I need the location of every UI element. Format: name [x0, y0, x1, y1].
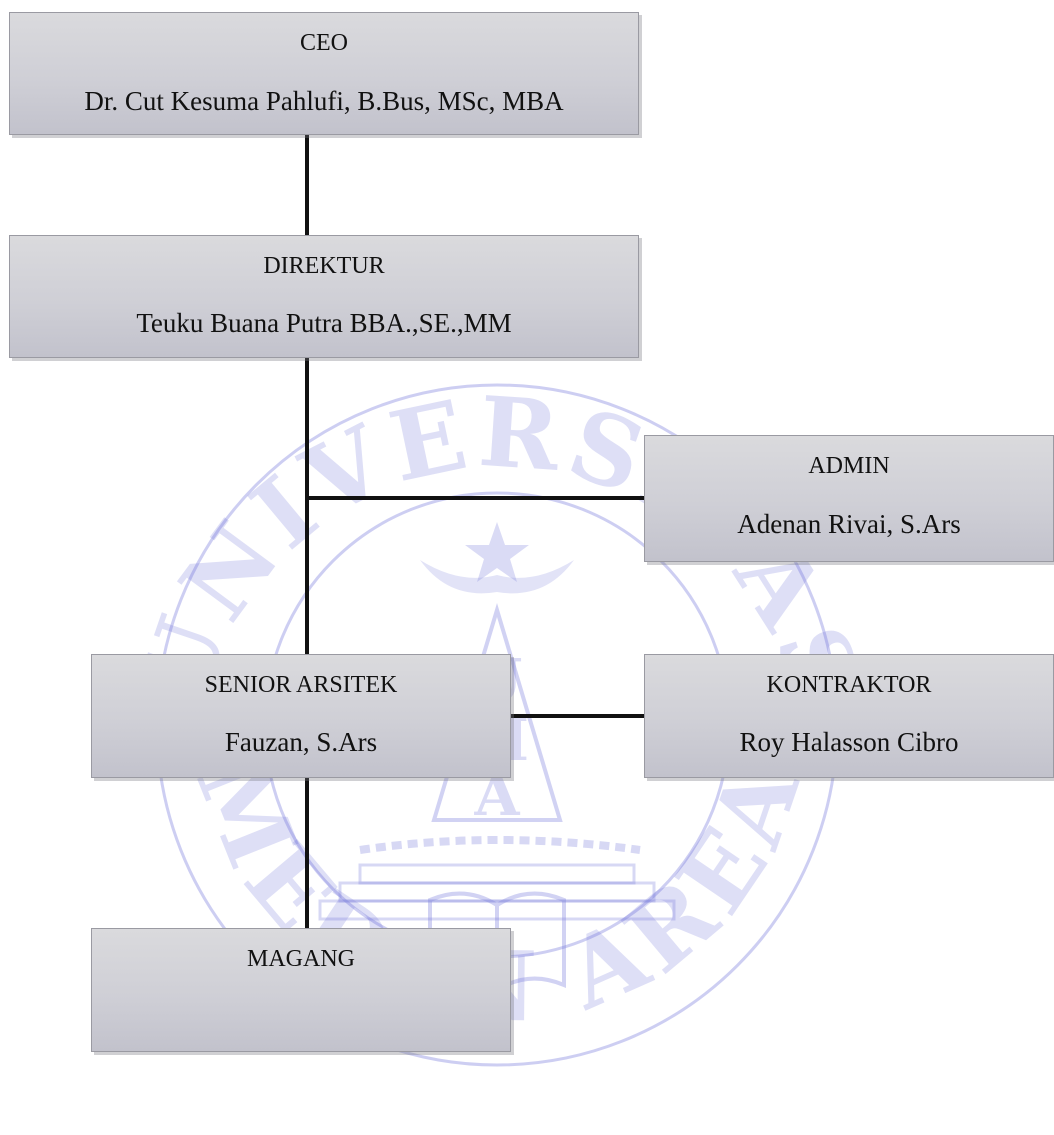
node-admin-name: Adenan Rivai, S.Ars — [737, 509, 961, 539]
node-admin: ADMIN Adenan Rivai, S.Ars — [644, 435, 1054, 562]
node-kontraktor: KONTRAKTOR Roy Halasson Cibro — [644, 654, 1054, 778]
node-kontraktor-name: Roy Halasson Cibro — [739, 727, 959, 757]
node-magang: MAGANG — [91, 928, 511, 1052]
seal-wings-icon — [420, 560, 574, 594]
node-kontraktor-role: KONTRAKTOR — [766, 672, 932, 698]
connector-direktur-senior — [305, 358, 309, 654]
connector-admin-branch — [309, 496, 644, 500]
seal-chain-icon — [359, 836, 641, 854]
node-admin-role: ADMIN — [808, 453, 890, 479]
node-ceo: CEO Dr. Cut Kesuma Pahlufi, B.Bus, MSc, … — [9, 12, 639, 135]
node-ceo-name: Dr. Cut Kesuma Pahlufi, B.Bus, MSc, MBA — [84, 86, 564, 116]
node-senior-arsitek: SENIOR ARSITEK Fauzan, S.Ars — [91, 654, 511, 778]
connector-ceo-direktur — [305, 135, 309, 235]
connector-senior-magang — [305, 778, 309, 928]
node-direktur: DIREKTUR Teuku Buana Putra BBA.,SE.,MM — [9, 235, 639, 358]
connector-senior-kontraktor — [511, 714, 644, 718]
node-ceo-role: CEO — [300, 30, 348, 56]
seal-steps-icon — [318, 863, 676, 921]
node-magang-role: MAGANG — [247, 946, 355, 972]
node-senior-arsitek-name: Fauzan, S.Ars — [224, 727, 378, 757]
node-senior-arsitek-role: SENIOR ARSITEK — [204, 672, 398, 698]
seal-star-icon — [465, 522, 529, 582]
node-direktur-name: Teuku Buana Putra BBA.,SE.,MM — [136, 308, 512, 338]
node-direktur-role: DIREKTUR — [263, 253, 385, 279]
